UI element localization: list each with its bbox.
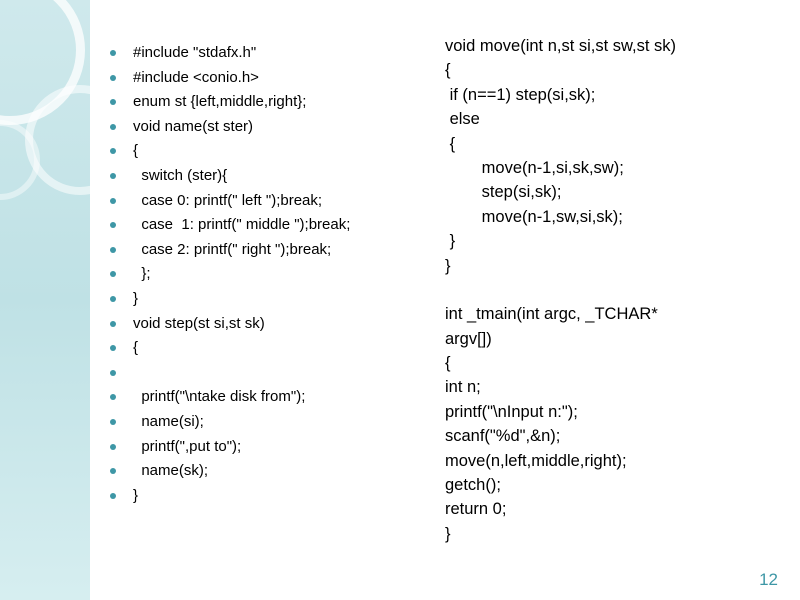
code-line: case 2: printf(" right ");break; xyxy=(110,238,410,263)
decorative-side-band xyxy=(0,0,90,600)
code-line: case 1: printf(" middle ");break; xyxy=(110,213,410,238)
code-line: { xyxy=(445,354,451,373)
right-code-block: void move(int n,st si,st sw,st sk) { if … xyxy=(445,34,785,546)
code-line: if (n==1) step(si,sk); xyxy=(445,85,596,104)
code-line: name(sk); xyxy=(110,459,410,484)
code-line: #include <conio.h> xyxy=(110,66,410,91)
code-line: int n; xyxy=(445,378,481,397)
code-line: void step(st si,st sk) xyxy=(110,312,410,337)
code-line: { xyxy=(110,336,410,361)
code-line: } xyxy=(445,232,456,251)
code-line: } xyxy=(445,256,451,275)
code-line: enum st {left,middle,right}; xyxy=(110,90,410,115)
code-line: } xyxy=(110,484,410,509)
code-line: move(n-1,si,sk,sw); xyxy=(445,158,624,177)
code-line xyxy=(110,361,410,386)
code-line: }; xyxy=(110,262,410,287)
code-line: printf("\ntake disk from"); xyxy=(110,385,410,410)
code-line: switch (ster){ xyxy=(110,164,410,189)
code-line xyxy=(445,278,785,302)
code-line: argv[]) xyxy=(445,329,492,348)
code-line: void move(int n,st si,st sw,st sk) xyxy=(445,37,677,55)
code-line: } xyxy=(445,524,451,543)
code-line: step(si,sk); xyxy=(445,183,562,202)
code-line: { xyxy=(110,139,410,164)
code-line: { xyxy=(445,61,451,80)
code-line: int _tmain(int argc, _TCHAR* xyxy=(445,305,658,324)
code-line: case 0: printf(" left ");break; xyxy=(110,189,410,214)
code-line: void name(st ster) xyxy=(110,115,410,140)
code-line: #include "stdafx.h" xyxy=(110,41,410,66)
code-line: getch(); xyxy=(445,476,501,495)
code-line: printf(",put to"); xyxy=(110,435,410,460)
slide-number: 12 xyxy=(759,570,778,589)
code-line: printf("\nInput n:"); xyxy=(445,402,578,421)
code-line: return 0; xyxy=(445,500,507,519)
code-line: { xyxy=(445,134,456,153)
code-line: move(n,left,middle,right); xyxy=(445,451,627,470)
code-line: name(si); xyxy=(110,410,410,435)
left-code-list: #include "stdafx.h" #include <conio.h> e… xyxy=(110,41,410,508)
code-line: scanf("%d",&n); xyxy=(445,427,561,446)
code-line: } xyxy=(110,287,410,312)
code-line: move(n-1,sw,si,sk); xyxy=(445,207,623,226)
code-line: else xyxy=(445,110,480,129)
